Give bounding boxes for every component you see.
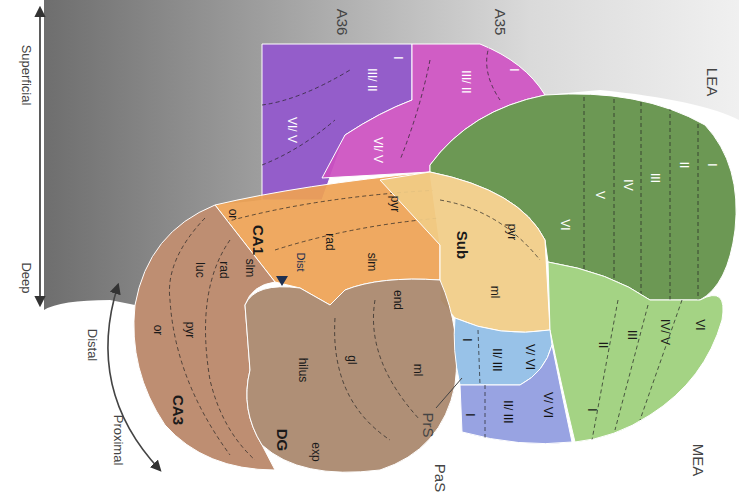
layer-boundary (670, 100, 671, 300)
region-name: PaS (433, 464, 448, 492)
layer-label: V/ VI (542, 392, 554, 418)
brain-region: MEAIIIIIIIV/ VVI (547, 261, 729, 443)
layer-boundary (485, 385, 486, 440)
region-fill (548, 262, 723, 442)
layer-label: slm (366, 253, 378, 272)
layer-boundary (698, 110, 699, 300)
layer-boundary (275, 218, 440, 250)
layer-label: end (392, 290, 404, 310)
layer-boundary (440, 200, 540, 260)
layer-label: I (392, 56, 404, 59)
layer-label: I (586, 408, 598, 411)
layer-boundary (373, 300, 420, 420)
layer-label: pyr (506, 224, 518, 241)
region-fill (245, 279, 457, 472)
layer-boundary (640, 300, 682, 420)
layer-label: VI/ V (286, 117, 298, 143)
region-name: CA3 (171, 395, 186, 425)
layer-label: I (706, 163, 718, 166)
layer-boundary (169, 218, 230, 455)
region-shape (459, 344, 573, 449)
layer-label: III/ II (460, 70, 472, 93)
layer-label: VI/ V (372, 137, 384, 163)
layer-label: III/ II (366, 68, 378, 91)
region-name: LEA (705, 68, 720, 96)
region-shape (239, 275, 463, 481)
layer-label: gl (346, 355, 358, 364)
region-shape (547, 261, 729, 443)
layer-boundary (641, 95, 642, 300)
layer-boundary (584, 90, 585, 300)
region-name: MEA (691, 444, 706, 477)
layer-label: V (594, 191, 606, 199)
depth-arrow (39, 8, 41, 305)
region-fill (460, 345, 572, 444)
layer-label: or (227, 209, 239, 220)
axis-arrow (108, 285, 160, 470)
axis-label: Deep (20, 262, 33, 293)
brain-region: PaSIII/ IIIV/ VI (459, 344, 573, 449)
layer-label: II/ III (491, 348, 503, 371)
layer-label: ml (489, 286, 501, 299)
layer-label: II (678, 162, 690, 169)
region-name: CA1 (251, 225, 266, 255)
layer-boundary (262, 70, 350, 105)
layer-label: VI (694, 319, 706, 330)
layer-label: I (464, 413, 476, 416)
layer-boundary (262, 120, 335, 165)
layer-label: III (626, 330, 638, 340)
brain-region: DG exp hilus gl end ml (239, 275, 463, 481)
region-name: Sub (455, 231, 470, 259)
region-name: A35 (493, 9, 508, 36)
axis-label: Distal (86, 329, 99, 362)
layer-boundary (614, 92, 615, 300)
layer-boundary (206, 240, 256, 460)
leader-line (436, 378, 462, 408)
layer-boundary (400, 60, 430, 160)
layer-label: rad (218, 261, 230, 278)
region-name: A36 (335, 9, 350, 36)
layer-label: IV/ V (659, 319, 671, 345)
layer-boundary (592, 300, 618, 440)
layer-label: slm (244, 259, 256, 278)
layer-label: V/ VI (524, 344, 536, 370)
layer-boundary (615, 305, 648, 430)
layer-boundary (487, 44, 500, 100)
layer-boundary (335, 318, 390, 440)
region-name: DG (275, 429, 290, 452)
layer-label: II/ III (502, 400, 514, 423)
layer-label: IV (622, 179, 634, 190)
layer-boundary (478, 330, 480, 385)
layer-label: VI (559, 219, 571, 230)
layer-label: rad (324, 233, 336, 250)
layer-label: I (461, 338, 473, 341)
layer-label: ml (412, 364, 424, 377)
region-name: PrS (421, 412, 436, 437)
layer-label: III (649, 173, 661, 183)
axis-label: Dist (295, 253, 306, 272)
boundary-marker (276, 276, 288, 286)
layer-label: hilus (297, 358, 309, 383)
layer-label: or (152, 325, 164, 336)
layer-label: I (508, 68, 520, 71)
axis-label: Proximal (112, 415, 125, 466)
axis-label: Superficial (20, 45, 33, 106)
layer-label: II (597, 342, 609, 349)
layer-label: pyr (389, 196, 401, 213)
layer-label: luc (194, 262, 206, 277)
layer-label: pyr (184, 322, 196, 339)
layer-label: exp (310, 442, 322, 461)
